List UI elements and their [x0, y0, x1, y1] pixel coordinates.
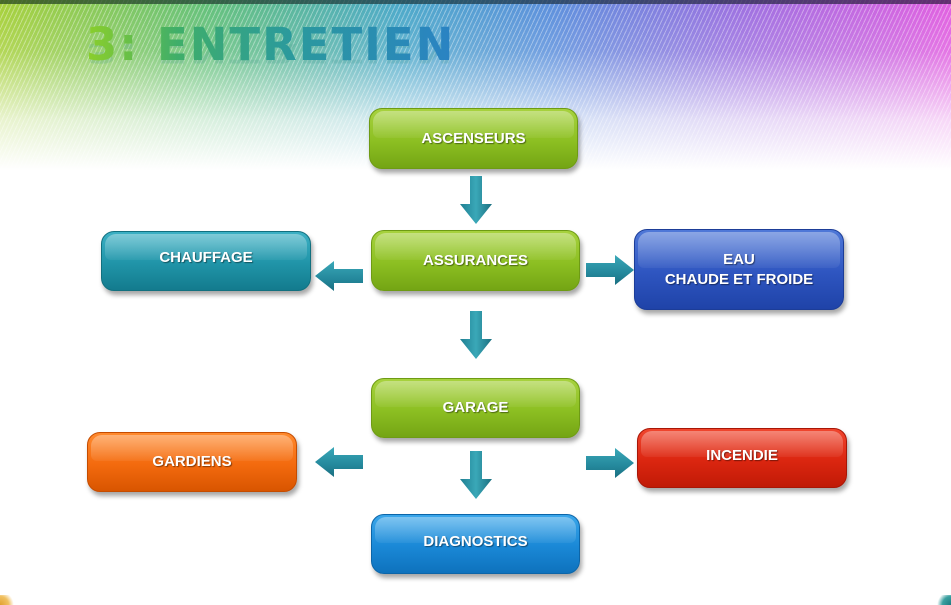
- node-gardiens[interactable]: GARDIENS: [87, 432, 297, 492]
- node-ascenseurs[interactable]: ASCENSEURS: [369, 108, 578, 169]
- page-title: 3: ENTRETIEN: [86, 18, 456, 71]
- bottom-left-decoration: [0, 595, 14, 605]
- top-edge: [0, 0, 951, 4]
- node-incendie[interactable]: INCENDIE: [637, 428, 847, 488]
- node-garage-label: GARAGE: [442, 399, 509, 416]
- arrow-down-icon: [460, 176, 492, 224]
- node-eau-line2: CHAUDE ET FROIDE: [664, 270, 814, 288]
- node-diagnostics[interactable]: DIAGNOSTICS: [371, 514, 580, 574]
- node-gardiens-label: GARDIENS: [152, 453, 232, 470]
- node-diagnostics-label: DIAGNOSTICS: [423, 533, 528, 550]
- node-eau-chaude-froide[interactable]: EAU CHAUDE ET FROIDE: [634, 229, 844, 310]
- node-assurances[interactable]: ASSURANCES: [371, 230, 580, 291]
- node-chauffage[interactable]: CHAUFFAGE: [101, 231, 311, 291]
- node-ascenseurs-label: ASCENSEURS: [421, 129, 526, 147]
- node-assurances-label: ASSURANCES: [422, 251, 528, 269]
- node-incendie-label: INCENDIE: [706, 447, 778, 464]
- bottom-right-decoration: [937, 595, 951, 605]
- arrow-down-icon: [460, 311, 492, 359]
- arrow-down-icon: [460, 451, 492, 499]
- arrow-left-icon: [315, 447, 363, 477]
- arrow-right-icon: [586, 448, 634, 478]
- node-eau-line1: EAU: [723, 250, 755, 268]
- arrow-left-icon: [315, 261, 363, 291]
- arrow-right-icon: [586, 255, 634, 285]
- node-chauffage-label: CHAUFFAGE: [159, 249, 253, 266]
- node-garage[interactable]: GARAGE: [371, 378, 580, 438]
